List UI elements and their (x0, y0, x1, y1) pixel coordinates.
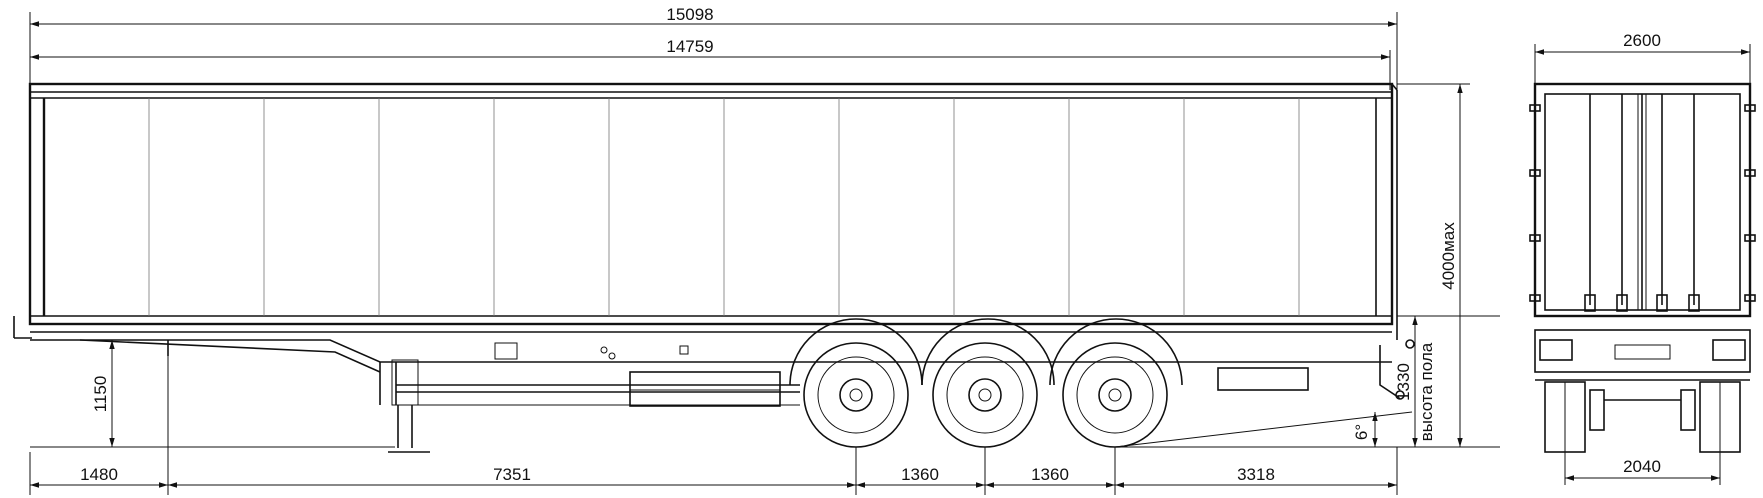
label-overall-length: 15098 (666, 5, 713, 24)
dimension-floor-height: 1330 высота пола (1394, 315, 1500, 447)
label-floor-height-value: 1330 (1394, 363, 1413, 401)
wheel-axle-2 (921, 318, 1055, 448)
rear-view: 2600 (1529, 31, 1756, 485)
dimension-body-length: 14759 (30, 37, 1391, 90)
label-overall-height: 4000мах (1439, 222, 1458, 290)
label-rear-overhang: 3318 (1237, 465, 1275, 484)
dimension-overall-length: 15098 (29, 5, 1398, 95)
dimension-fifth-wheel-height: 1150 (30, 340, 395, 448)
chassis-frame (30, 339, 1415, 453)
dimension-track-width: 2040 (1564, 452, 1721, 485)
label-kingpin-to-first-axle: 7351 (493, 465, 531, 484)
cargo-body (28, 82, 1398, 340)
label-axle-spacing-1: 1360 (901, 465, 939, 484)
label-body-length: 14759 (666, 37, 713, 56)
label-fifth-wheel-height: 1150 (91, 376, 110, 413)
front-end (13, 316, 32, 339)
dimension-chain-bottom: 1480 7351 1360 1360 3318 (29, 356, 1398, 495)
label-overall-width: 2600 (1623, 31, 1661, 50)
wheel-axle-3 (1049, 318, 1183, 448)
wheel-axle-1 (789, 318, 923, 448)
dimension-departure-angle: 6° (1352, 412, 1378, 447)
label-departure-angle: 6° (1352, 424, 1371, 440)
dimension-overall-height: 4000мах (1397, 83, 1470, 447)
label-floor-height-caption: высота пола (1417, 342, 1436, 441)
label-axle-spacing-2: 1360 (1031, 465, 1069, 484)
side-view: 15098 14759 (13, 5, 1500, 495)
dimension-overall-width: 2600 (1534, 31, 1751, 84)
label-kingpin-offset: 1480 (80, 465, 118, 484)
label-track-width: 2040 (1623, 457, 1661, 476)
